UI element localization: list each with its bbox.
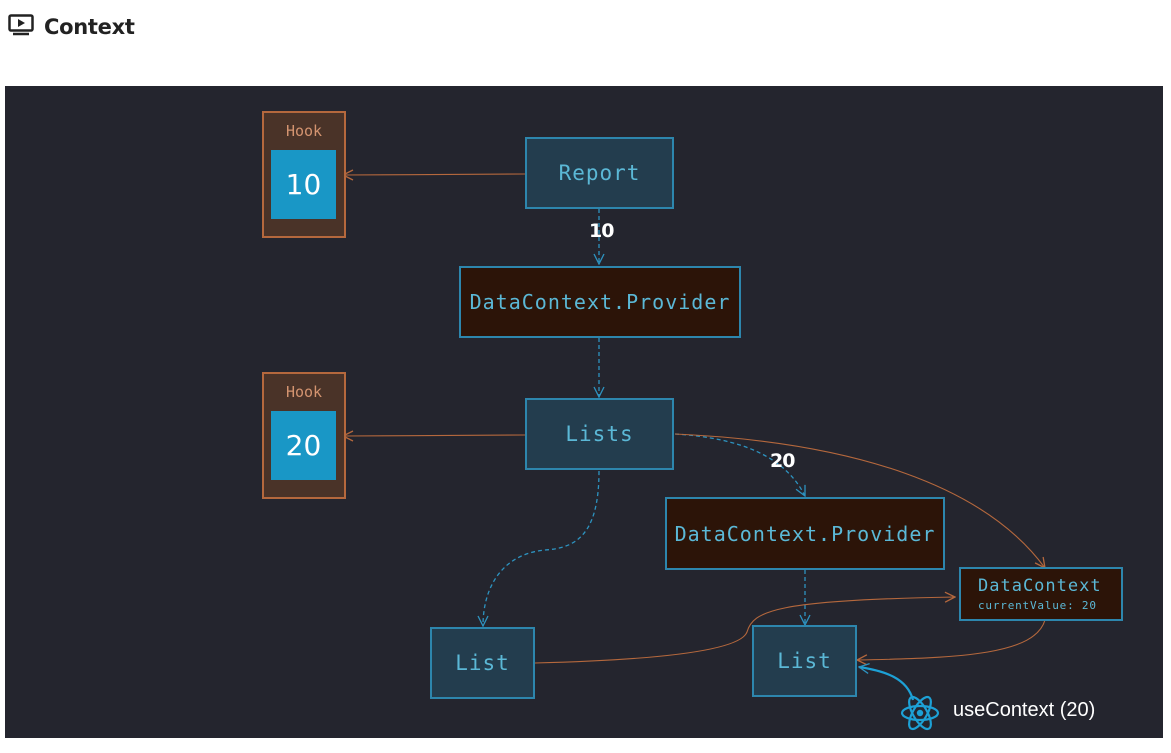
flow-label-10: 10 (589, 220, 614, 242)
list-right-component: List (752, 625, 857, 697)
lists-component: Lists (525, 398, 674, 470)
hook-box-20: Hook 20 (262, 372, 346, 499)
context-diagram: Hook 10 Hook 20 Report DataContext.Provi… (5, 86, 1163, 738)
hook-label: Hook (285, 383, 323, 401)
edge-lists-provider-nested (674, 433, 805, 496)
react-atom-icon (899, 692, 941, 738)
provider-top: DataContext.Provider (459, 266, 741, 338)
edge-lists-list-left (483, 470, 600, 626)
edge-report-hook (343, 174, 526, 175)
hook-value: 20 (271, 411, 336, 480)
edge-lists-context (674, 433, 1045, 568)
use-context-caption: useContext (20) (953, 699, 1096, 721)
section-title: Context (44, 15, 135, 39)
hook-label: Hook (285, 122, 323, 140)
provider-nested: DataContext.Provider (665, 497, 945, 570)
edge-list-left-context (534, 597, 955, 664)
context-name: DataContext (978, 576, 1102, 596)
play-icon (8, 13, 34, 41)
data-context-box: DataContext currentValue: 20 (959, 567, 1123, 621)
edge-usecontext-list-right (859, 667, 915, 701)
edge-context-list-right (857, 619, 1046, 660)
list-left-component: List (430, 627, 535, 699)
edge-lists-hook (343, 435, 526, 436)
context-current-value: currentValue: 20 (978, 599, 1097, 612)
report-component: Report (525, 137, 674, 209)
hook-value: 10 (271, 150, 336, 219)
flow-label-20: 20 (770, 450, 795, 472)
diagram-connectors (5, 86, 1163, 701)
section-header: Context (8, 10, 135, 44)
hook-box-10: Hook 10 (262, 111, 346, 238)
